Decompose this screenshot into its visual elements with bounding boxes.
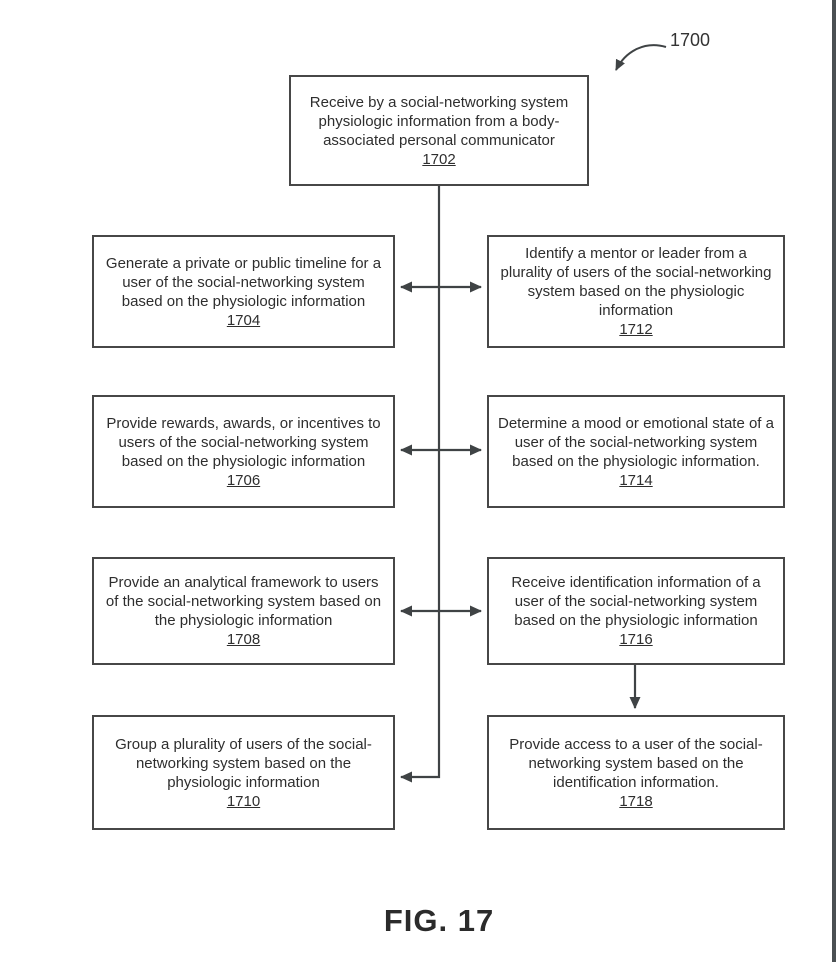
figure-ref-label: 1700 (670, 30, 711, 50)
box-1714-text: Determine a mood or emotional state of a… (498, 414, 774, 470)
ref-label-curved-arrow (615, 44, 667, 71)
box-1714: Determine a mood or emotional state of a… (487, 395, 785, 508)
box-1718: Provide access to a user of the social-n… (487, 715, 785, 830)
box-1710: Group a plurality of users of the social… (92, 715, 395, 830)
box-1718-number: 1718 (619, 792, 653, 810)
box-1702-number: 1702 (422, 150, 456, 168)
box-1708-text: Provide an analytical framework to users… (105, 574, 382, 629)
box-1702: Receive by a social-networking system ph… (289, 75, 589, 186)
main-flow-line-with-elbow-arrow (399, 186, 441, 783)
box-1708: Provide an analytical framework to users… (92, 557, 395, 665)
box-1704-number: 1704 (226, 311, 261, 329)
box-1716-text: Receive identification information of a … (511, 574, 761, 629)
box-1712: Identify a mentor or leader from a plura… (487, 235, 785, 348)
box-1702-text: Receive by a social-networking system ph… (309, 93, 569, 149)
box-1712-number: 1712 (619, 321, 653, 338)
box-1710-number: 1710 (226, 792, 261, 810)
box-1712-text: Identify a mentor or leader from a plura… (500, 245, 772, 319)
box-1710-text: Group a plurality of users of the social… (115, 735, 372, 791)
box-1706: Provide rewards, awards, or incentives t… (92, 395, 395, 508)
box-1716-number: 1716 (619, 631, 653, 648)
box-1714-number: 1714 (619, 471, 653, 489)
box-1708-number: 1708 (226, 631, 261, 648)
box-1706-text: Provide rewards, awards, or incentives t… (106, 414, 381, 470)
box-1704: Generate a private or public timeline fo… (92, 235, 395, 348)
box-1716: Receive identification information of a … (487, 557, 785, 665)
box-1718-text: Provide access to a user of the social-n… (509, 735, 763, 791)
figure-caption: FIG. 17 (383, 903, 495, 938)
page-edge-line (832, 0, 836, 962)
box-1706-number: 1706 (226, 471, 261, 489)
box-1704-text: Generate a private or public timeline fo… (105, 254, 382, 310)
